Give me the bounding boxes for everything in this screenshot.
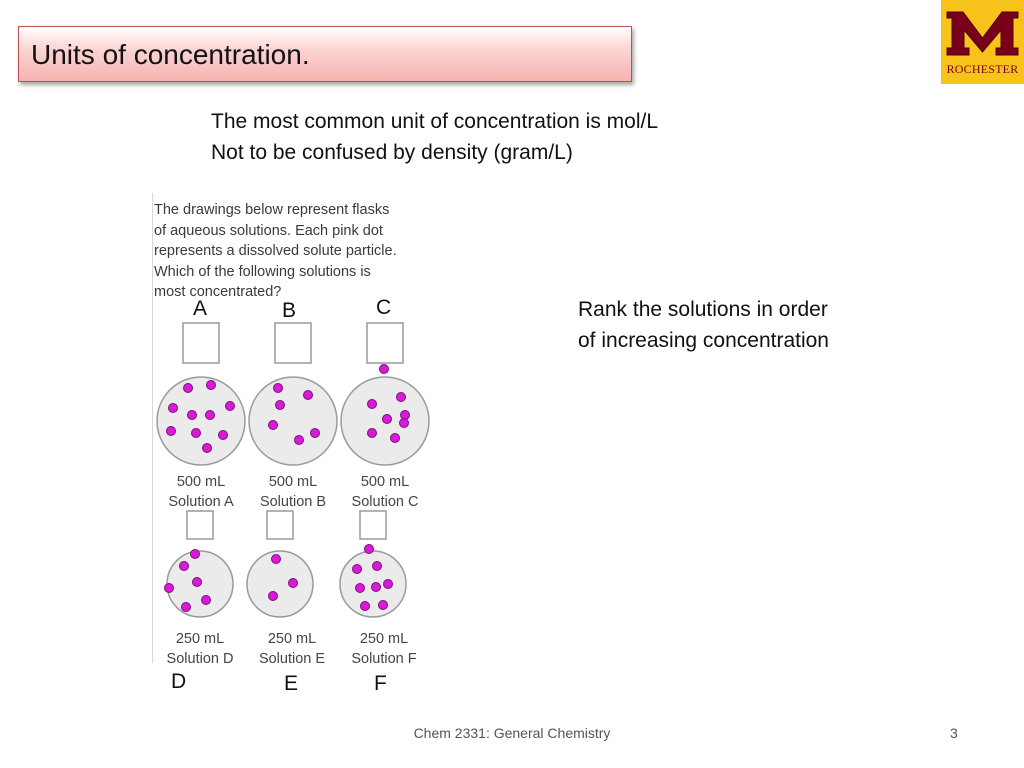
rank-line: Rank the solutions in order xyxy=(578,298,828,321)
caption-volume: 500 mL xyxy=(268,474,318,490)
caption-d: 250 mL Solution D xyxy=(155,629,245,669)
particle xyxy=(183,383,193,393)
caption-e: 250 mL Solution E xyxy=(247,629,337,669)
caption-b: 500 mL Solution B xyxy=(248,472,338,512)
particle xyxy=(364,544,374,554)
particle xyxy=(371,582,381,592)
question-line: The drawings below represent flasks xyxy=(154,202,390,218)
flask-d-icon xyxy=(164,510,234,618)
university-logo: ROCHESTER xyxy=(941,0,1024,84)
particle xyxy=(352,564,362,574)
caption-a: 500 mL Solution A xyxy=(156,472,246,512)
flask-c-icon xyxy=(340,322,430,466)
flask-a-icon xyxy=(156,322,246,466)
rank-line: of increasing concentration xyxy=(578,329,829,352)
particle xyxy=(288,578,298,588)
rank-prompt: Rank the solutions in order of increasin… xyxy=(578,294,829,356)
page-number: 3 xyxy=(950,725,958,741)
caption-volume: 500 mL xyxy=(360,474,410,490)
slide-title-box: Units of concentration. xyxy=(18,26,632,82)
caption-volume: 500 mL xyxy=(176,474,226,490)
particle xyxy=(168,403,178,413)
particle xyxy=(367,399,377,409)
flask-label-e: E xyxy=(284,672,299,695)
particle xyxy=(166,426,176,436)
flask-label-f: F xyxy=(374,672,387,695)
particle xyxy=(268,591,278,601)
particle xyxy=(201,595,211,605)
particle xyxy=(372,561,382,571)
slide-footer: Chem 2331: General Chemistry xyxy=(413,725,611,741)
particle xyxy=(294,435,304,445)
particle xyxy=(360,601,370,611)
particle xyxy=(202,443,212,453)
particle xyxy=(303,390,313,400)
question-line: represents a dissolved solute particle. xyxy=(154,243,397,259)
slide-title: Units of concentration. xyxy=(31,39,310,70)
question-line: most concentrated? xyxy=(154,284,282,300)
caption-solution: Solution D xyxy=(166,651,234,667)
caption-solution: Solution E xyxy=(258,651,326,667)
particle xyxy=(268,420,278,430)
particle xyxy=(218,430,228,440)
caption-solution: Solution C xyxy=(351,494,419,510)
flask-label-b: B xyxy=(282,299,297,322)
caption-solution: Solution A xyxy=(168,494,234,510)
particle xyxy=(190,549,200,559)
particle xyxy=(181,602,191,612)
question-line: of aqueous solutions. Each pink dot xyxy=(154,222,383,239)
particle xyxy=(191,428,201,438)
particle xyxy=(192,577,202,587)
caption-volume: 250 mL xyxy=(175,631,225,647)
particle xyxy=(396,392,406,402)
particle xyxy=(390,433,400,443)
particle xyxy=(271,554,281,564)
flask-e-icon xyxy=(246,510,314,618)
block-m-icon xyxy=(946,11,1019,56)
flask-label-d: D xyxy=(171,670,187,693)
particle xyxy=(383,579,393,589)
question-text: The drawings below represent flasks of a… xyxy=(154,200,444,303)
particle xyxy=(179,561,189,571)
flask-figure: The drawings below represent flasks of a… xyxy=(152,193,444,667)
intro-text: The most common unit of concentration is… xyxy=(211,106,658,168)
particle xyxy=(187,410,197,420)
caption-solution: Solution F xyxy=(351,651,417,667)
caption-volume: 250 mL xyxy=(359,631,409,647)
caption-solution: Solution B xyxy=(259,494,327,510)
caption-c: 500 mL Solution C xyxy=(340,472,430,512)
flask-label-a: A xyxy=(193,297,208,320)
logo-text: ROCHESTER xyxy=(946,62,1019,76)
particle xyxy=(275,400,285,410)
particle xyxy=(225,401,235,411)
particle xyxy=(205,410,215,420)
flask-f-icon xyxy=(339,510,407,618)
flask-label-c: C xyxy=(376,296,392,319)
particle xyxy=(355,583,365,593)
intro-line: Not to be confused by density (gram/L) xyxy=(211,141,573,164)
particle xyxy=(399,418,409,428)
figure-border xyxy=(152,193,153,663)
intro-line: The most common unit of concentration is… xyxy=(211,110,659,133)
caption-f: 250 mL Solution F xyxy=(339,629,429,669)
particle xyxy=(273,383,283,393)
particle xyxy=(382,414,392,424)
particle xyxy=(164,583,174,593)
caption-volume: 250 mL xyxy=(267,631,317,647)
particle xyxy=(367,428,377,438)
question-line: Which of the following solutions is xyxy=(154,263,371,280)
flask-b-icon xyxy=(248,322,338,466)
particle xyxy=(378,600,388,610)
particle xyxy=(310,428,320,438)
flask-drawing xyxy=(156,322,430,618)
particle xyxy=(206,380,216,390)
particle xyxy=(379,364,389,374)
